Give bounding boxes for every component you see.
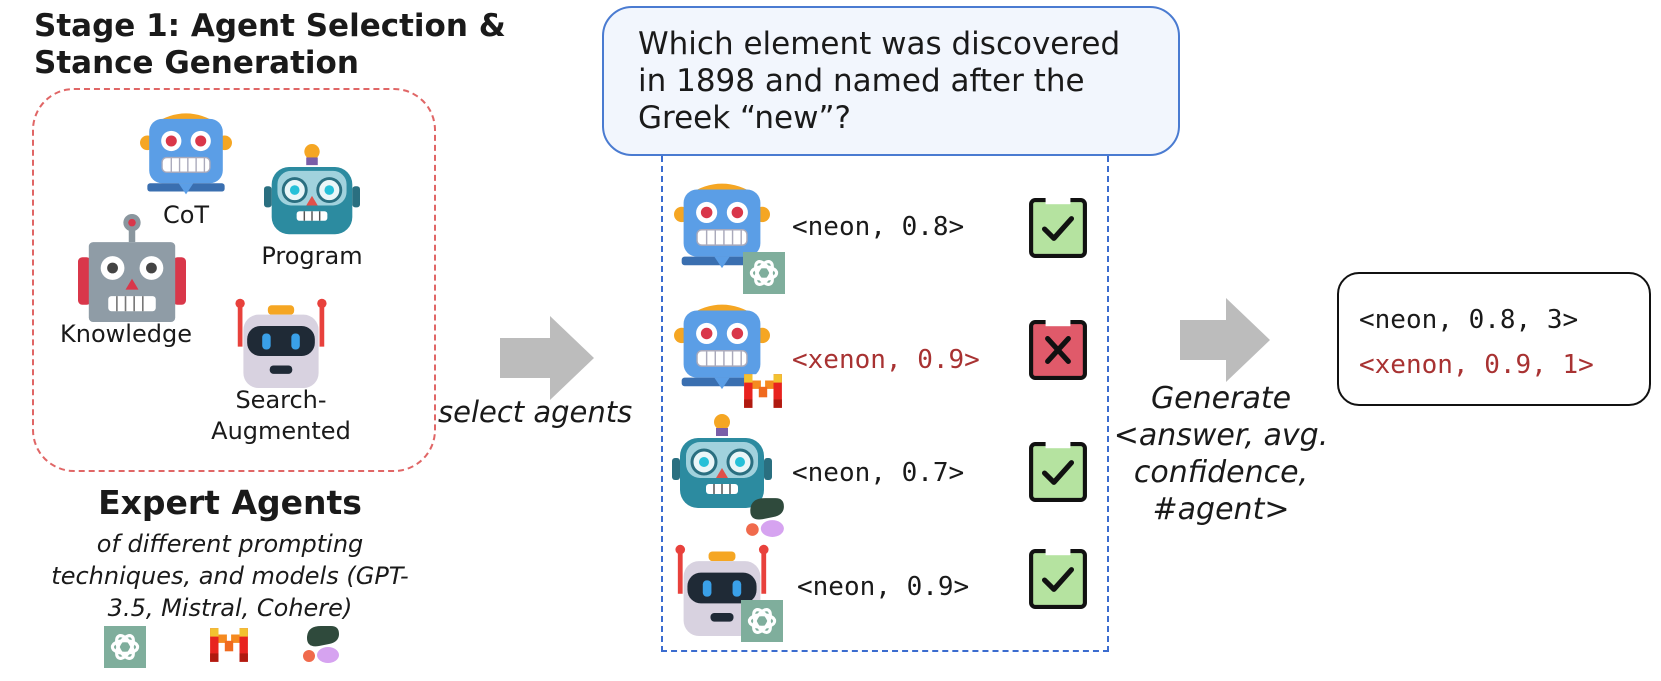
response-text: <neon, 0.9> bbox=[797, 572, 970, 602]
agent-label-program: Program bbox=[261, 242, 363, 270]
responses-panel bbox=[661, 156, 1109, 652]
white-robot-icon bbox=[235, 298, 327, 388]
gpt-logo-icon bbox=[104, 626, 146, 668]
agent-pool bbox=[32, 88, 436, 472]
blue-robot-icon bbox=[140, 112, 232, 196]
cross-icon bbox=[1029, 320, 1087, 380]
gpt-logo-icon bbox=[743, 252, 785, 294]
generate-label: Generate <answer, avg. confidence, #agen… bbox=[1113, 381, 1329, 527]
select-agents-label: select agents bbox=[438, 395, 633, 429]
generate-arrow-icon bbox=[1180, 298, 1270, 382]
cohere-logo-icon bbox=[746, 498, 784, 537]
result-line: <xenon, 0.9, 1> bbox=[1359, 350, 1594, 380]
response-text: <xenon, 0.9> bbox=[792, 345, 980, 375]
gpt-logo-icon bbox=[741, 600, 783, 642]
question-box: Which element was discovered in 1898 and… bbox=[602, 6, 1180, 156]
check-icon bbox=[1029, 442, 1087, 502]
select-arrow-icon bbox=[500, 316, 594, 400]
gray-robot-icon bbox=[78, 214, 186, 322]
check-icon bbox=[1029, 198, 1087, 258]
teal-robot-icon bbox=[264, 144, 360, 236]
response-text: <neon, 0.8> bbox=[792, 212, 965, 242]
response-text: <neon, 0.7> bbox=[792, 458, 965, 488]
expert-agents-title: Expert Agents bbox=[98, 483, 362, 522]
agent-label-search: Search-Augmented bbox=[211, 386, 351, 445]
aggregated-result-box: <neon, 0.8, 3> <xenon, 0.9, 1> bbox=[1337, 272, 1651, 406]
mistral-logo-icon bbox=[210, 628, 248, 662]
agent-label-cot: CoT bbox=[162, 201, 210, 229]
mistral-logo-icon bbox=[744, 374, 782, 408]
result-line: <neon, 0.8, 3> bbox=[1359, 305, 1579, 335]
agent-label-knowledge: Knowledge bbox=[60, 320, 192, 348]
cohere-logo-icon bbox=[303, 626, 339, 663]
expert-agents-subtitle: of different prompting techniques, and m… bbox=[51, 530, 409, 622]
stage-title: Stage 1: Agent Selection & Stance Genera… bbox=[34, 8, 506, 81]
check-icon bbox=[1029, 549, 1087, 609]
